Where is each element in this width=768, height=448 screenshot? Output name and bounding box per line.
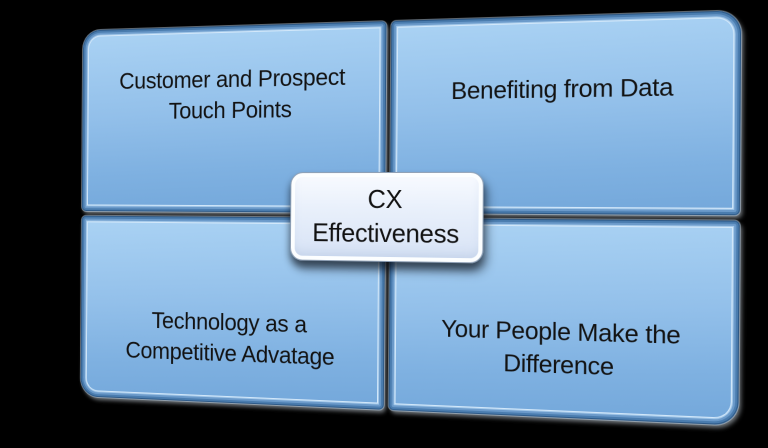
center-title-box: CX Effectiveness [289, 171, 484, 264]
quadrant-top-right-label: Benefiting from Data [451, 73, 674, 106]
quadrant-bottom-right-label: Your People Make the Difference [441, 315, 681, 382]
cx-quadrant-diagram: Customer and Prospect Touch Points Benef… [80, 10, 742, 426]
quadrant-bottom-left-label: Technology as a Competitive Advatage [125, 307, 335, 371]
center-title-label: CX Effectiveness [312, 184, 460, 249]
quadrant-top-left-label: Customer and Prospect Touch Points [119, 64, 346, 125]
